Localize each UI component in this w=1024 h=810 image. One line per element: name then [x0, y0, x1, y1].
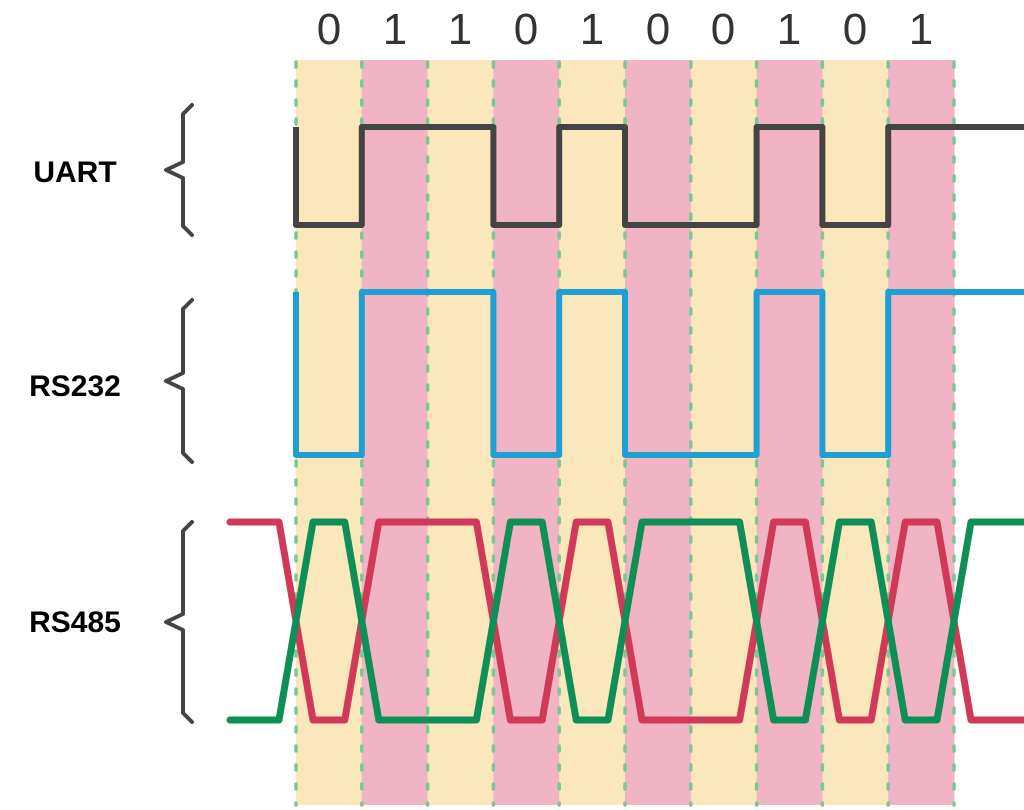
brace-icon	[164, 103, 194, 237]
brace-icons	[164, 103, 194, 724]
bit-label: 1	[580, 5, 604, 54]
bit-labels: 0 1 1 0 1 0 0 1 0 1	[317, 5, 933, 54]
bit-label: 1	[448, 5, 472, 54]
rs232-waveform	[293, 289, 1024, 458]
uart-label: UART	[33, 156, 116, 189]
bit-label: 1	[909, 5, 933, 54]
rs232-label: RS232	[29, 370, 121, 403]
waveforms	[226, 124, 1024, 724]
bit-label: 1	[777, 5, 801, 54]
bit-label: 0	[843, 5, 867, 54]
brace-icon	[164, 298, 194, 464]
rs485-b-waveform	[226, 518, 1024, 724]
bit-label: 0	[317, 5, 341, 54]
bit-label: 1	[383, 5, 407, 54]
bit-label: 0	[711, 5, 735, 54]
rs485-label: RS485	[29, 606, 121, 639]
bit-label: 0	[646, 5, 670, 54]
bit-label: 0	[514, 5, 538, 54]
uart-waveform	[293, 124, 1024, 228]
brace-icon	[164, 520, 194, 724]
bit-bands	[296, 60, 955, 805]
